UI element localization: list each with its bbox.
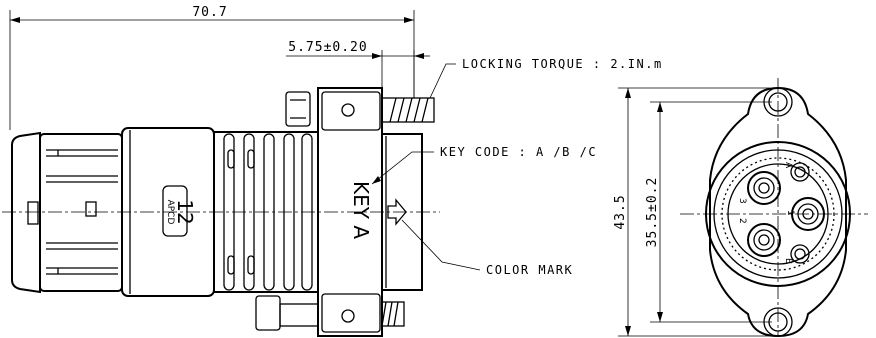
color-mark-text: COLOR MARK — [486, 263, 573, 277]
dim-height-overall-text: 43.5 — [613, 194, 628, 229]
flange-hole-top — [341, 103, 355, 117]
contacts — [747, 162, 825, 264]
contact-3 — [747, 171, 781, 205]
color-mark-arrow — [387, 198, 407, 226]
contact-label-1: 1 — [785, 210, 795, 216]
ribs — [223, 133, 313, 291]
flange-hole-bottom — [341, 309, 355, 323]
nut-grooves — [27, 149, 118, 275]
key-code-text: KEY CODE : A /B /C — [440, 145, 597, 159]
contact-label-b: B — [783, 258, 793, 264]
dim-hole-spacing: 35.5±0.2 — [645, 101, 772, 323]
callout-color-mark: COLOR MARK — [401, 219, 573, 277]
dim-flange-offset: 5.75±0.20 — [286, 40, 430, 98]
front-view: A 3 2 1 B 43.5 35.5±0.2 — [613, 78, 868, 338]
contact-label-2: 2 — [737, 218, 747, 224]
rear-cap — [11, 131, 41, 294]
dim-flange-offset-text: 5.75±0.20 — [288, 40, 367, 55]
outer-ring — [705, 141, 851, 287]
dim-overall-length-text: 70.7 — [192, 5, 227, 20]
callout-locking-torque: LOCKING TORQUE : 2.IN.m — [429, 57, 663, 99]
contact-label-a: A — [783, 162, 793, 169]
front-receptacle — [381, 133, 423, 291]
callout-key-code: KEY CODE : A /B /C — [371, 145, 597, 185]
side-view: 12 APCD KEY A — [2, 5, 663, 337]
dim-hole-spacing-text: 35.5±0.2 — [645, 177, 660, 248]
contact-label-3: 3 — [737, 198, 747, 204]
contact-1 — [791, 197, 825, 231]
dim-height-overall: 43.5 — [613, 87, 770, 337]
front-flange-outline — [709, 86, 847, 338]
locking-torque-text: LOCKING TORQUE : 2.IN.m — [462, 57, 663, 71]
logo-number: 12 — [173, 199, 197, 224]
key-marking: KEY A — [349, 181, 373, 239]
brand-logo: 12 APCD — [162, 185, 197, 237]
contact-a — [790, 162, 810, 182]
screw-top — [285, 91, 435, 127]
screw-bottom — [255, 295, 405, 331]
contact-2 — [747, 223, 781, 257]
contact-b — [790, 244, 810, 264]
logo-brand: APCD — [165, 200, 175, 225]
